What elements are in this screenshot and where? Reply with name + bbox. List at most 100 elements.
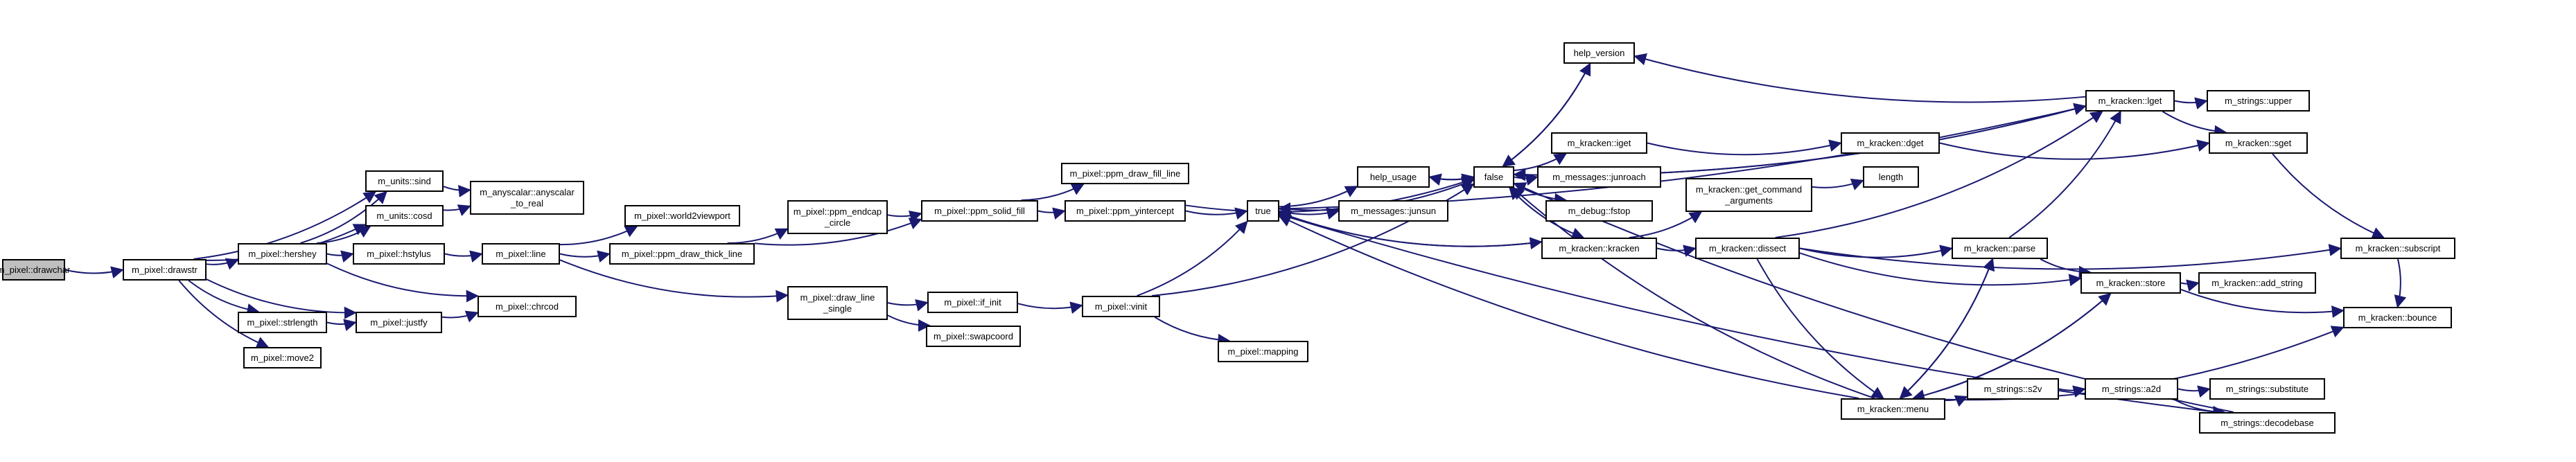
node-box-parse xyxy=(1952,238,2048,259)
edge-drawstr-to-strlength xyxy=(188,280,260,316)
node-junsun[interactable]: m_messages::junsun xyxy=(1338,200,1448,222)
node-drawchar[interactable]: m_pixel::drawchar xyxy=(0,259,71,281)
edge-yintercept-to-true xyxy=(1185,207,1248,220)
node-box-length xyxy=(1863,166,1919,188)
node-box-endcap xyxy=(787,200,888,234)
edge-drawstr-to-hershey xyxy=(206,258,239,270)
node-strlength[interactable]: m_pixel::strlength xyxy=(238,312,327,333)
node-s2v[interactable]: m_strings::s2v xyxy=(1967,378,2059,400)
node-endcap[interactable]: m_pixel::ppm_endcap_circle xyxy=(787,200,888,234)
node-hstylus[interactable]: m_pixel::hstylus xyxy=(353,243,445,265)
node-box-help_version xyxy=(1563,42,1635,64)
node-label-swapcoord: m_pixel::swapcoord xyxy=(934,331,1013,341)
node-false[interactable]: false xyxy=(1473,166,1514,188)
node-a2d[interactable]: m_strings::a2d xyxy=(2085,378,2178,400)
node-label-upper: m_strings::upper xyxy=(2225,96,2292,106)
node-world2viewport[interactable]: m_pixel::world2viewport xyxy=(624,205,740,226)
node-box-drawchar xyxy=(2,259,65,281)
node-hershey[interactable]: m_pixel::hershey xyxy=(238,243,327,265)
node-label-move2: m_pixel::move2 xyxy=(251,353,314,363)
edge-draw_line_single-to-swapcoord xyxy=(887,314,931,332)
node-line[interactable]: m_pixel::line xyxy=(482,243,560,265)
node-drawstr[interactable]: m_pixel::drawstr xyxy=(123,259,207,281)
node-draw_fill_line[interactable]: m_pixel::ppm_draw_fill_line xyxy=(1061,163,1189,184)
edge-a2d-to-substitute xyxy=(2178,385,2211,398)
node-label-lget: m_kracken::lget xyxy=(2099,96,2162,106)
node-swapcoord[interactable]: m_pixel::swapcoord xyxy=(926,326,1021,347)
node-mapping[interactable]: m_pixel::mapping xyxy=(1218,341,1308,362)
node-thick_line[interactable]: m_pixel::ppm_draw_thick_line xyxy=(609,243,755,265)
node-menu[interactable]: m_kracken::menu xyxy=(1841,398,1945,420)
node-label-chrcod: m_pixel::chrcod xyxy=(496,301,559,312)
node-substitute[interactable]: m_strings::substitute xyxy=(2209,378,2325,400)
node-add_string[interactable]: m_kracken::add_string xyxy=(2198,272,2316,294)
edge-sind-to-anyscalar xyxy=(443,184,471,197)
node-lget[interactable]: m_kracken::lget xyxy=(2085,90,2175,112)
node-sget[interactable]: m_kracken::sget xyxy=(2209,132,2308,154)
edge-iget-to-dget xyxy=(1647,139,1842,156)
node-iget[interactable]: m_kracken::iget xyxy=(1551,132,1647,154)
node-label-decodebase: m_strings::decodebase xyxy=(2220,418,2313,428)
node-chrcod[interactable]: m_pixel::chrcod xyxy=(477,296,577,317)
node-cosd[interactable]: m_units::cosd xyxy=(365,205,444,226)
node-label-mapping: m_pixel::mapping xyxy=(1228,346,1299,357)
node-length[interactable]: length xyxy=(1863,166,1919,188)
node-box-drawstr xyxy=(123,259,207,281)
node-box-chrcod xyxy=(477,296,577,317)
node-box-junroach xyxy=(1537,166,1661,188)
node-box-hstylus xyxy=(353,243,445,265)
node-box-lget xyxy=(2085,90,2175,112)
edge-endcap-to-solid_fill xyxy=(887,211,922,223)
node-parse[interactable]: m_kracken::parse xyxy=(1952,238,2048,259)
node-upper[interactable]: m_strings::upper xyxy=(2207,90,2310,112)
node-label-subscript: m_kracken::subscript xyxy=(2356,243,2441,254)
node-sind[interactable]: m_units::sind xyxy=(365,170,444,192)
node-junroach[interactable]: m_messages::junroach xyxy=(1537,166,1661,188)
edge-dissect-to-lget xyxy=(1775,110,2103,238)
node-dissect[interactable]: m_kracken::dissect xyxy=(1695,238,1800,259)
node-label-kracken: m_kracken::kracken xyxy=(1559,243,1639,254)
node-box-hershey xyxy=(238,243,327,265)
edge-thick_line-to-solid_fill xyxy=(754,217,922,246)
node-label-sind: m_units::sind xyxy=(378,176,431,186)
node-label-dissect: m_kracken::dissect xyxy=(1709,243,1787,254)
edge-hstylus-to-line xyxy=(444,250,483,263)
edge-s2v-to-a2d xyxy=(2058,385,2086,398)
node-box-subscript xyxy=(2340,238,2455,259)
node-kracken[interactable]: m_kracken::kracken xyxy=(1541,238,1657,259)
node-label-anyscalar: m_anyscalar::anyscalar_to_real xyxy=(480,187,575,208)
node-box-if_init xyxy=(927,292,1018,313)
edge-drawstr-to-justfy xyxy=(206,278,357,319)
node-solid_fill[interactable]: m_pixel::ppm_solid_fill xyxy=(921,200,1038,222)
node-box-bounce xyxy=(2343,307,2452,328)
node-store[interactable]: m_kracken::store xyxy=(2080,272,2181,294)
node-yintercept[interactable]: m_pixel::ppm_yintercept xyxy=(1064,200,1186,222)
node-label-true: true xyxy=(1255,206,1270,216)
node-box-sget xyxy=(2209,132,2308,154)
node-anyscalar[interactable]: m_anyscalar::anyscalar_to_real xyxy=(470,181,584,215)
node-true[interactable]: true xyxy=(1247,200,1279,222)
node-get_command_arguments[interactable]: m_kracken::get_command_arguments xyxy=(1685,178,1812,212)
node-dget[interactable]: m_kracken::dget xyxy=(1841,132,1940,154)
node-move2[interactable]: m_pixel::move2 xyxy=(243,347,322,368)
node-fstop[interactable]: m_debug::fstop xyxy=(1545,200,1653,222)
node-justfy[interactable]: m_pixel::justfy xyxy=(356,312,442,333)
node-subscript[interactable]: m_kracken::subscript xyxy=(2340,238,2455,259)
edge-a2d-to-decodebase xyxy=(2174,399,2226,418)
node-if_init[interactable]: m_pixel::if_init xyxy=(927,292,1018,313)
node-decodebase[interactable]: m_strings::decodebase xyxy=(2199,412,2336,434)
node-label-solid_fill: m_pixel::ppm_solid_fill xyxy=(934,206,1025,216)
node-label-hershey: m_pixel::hershey xyxy=(248,249,317,259)
node-vinit[interactable]: m_pixel::vinit xyxy=(1082,296,1160,317)
node-label-yintercept: m_pixel::ppm_yintercept xyxy=(1076,206,1174,216)
node-bounce[interactable]: m_kracken::bounce xyxy=(2343,307,2452,328)
node-box-substitute xyxy=(2209,378,2325,400)
node-label-help_version: help_version xyxy=(1574,48,1625,58)
node-box-solid_fill xyxy=(921,200,1038,222)
edge-if_init-to-vinit xyxy=(1017,301,1083,314)
node-help_usage[interactable]: help_usage xyxy=(1357,166,1430,188)
node-draw_line_single[interactable]: m_pixel::draw_line_single xyxy=(787,286,888,320)
node-help_version[interactable]: help_version xyxy=(1563,42,1635,64)
node-label-length: length xyxy=(1879,172,1903,182)
